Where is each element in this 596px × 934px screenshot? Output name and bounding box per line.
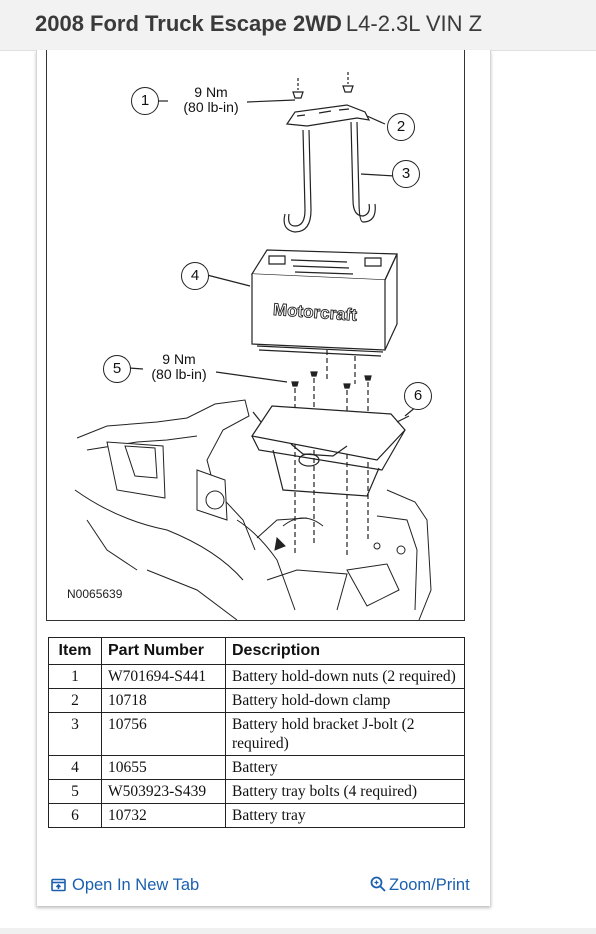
cell-item: 6	[48, 803, 102, 828]
callout-4: 4	[181, 262, 209, 290]
battery-diagram: Motorcraft	[46, 50, 465, 621]
callout-6: 6	[404, 382, 432, 410]
diagram-card: Motorcraft	[36, 50, 491, 906]
torque-lbin: (80 lb-in)	[183, 99, 239, 115]
torque-lbin: (80 lb-in)	[151, 366, 207, 382]
engine-subtitle: L4-2.3L VIN Z	[345, 11, 483, 36]
cell-item: 3	[48, 712, 102, 756]
cell-item: 1	[48, 664, 102, 689]
vehicle-body-structure	[74, 399, 432, 620]
cell-item: 2	[48, 688, 102, 713]
hold-down-clamp	[285, 104, 386, 127]
table-row: 5 W503923-S439 Battery tray bolts (4 req…	[48, 779, 465, 804]
table-row: 3 10756 Battery hold bracket J-bolt (2 r…	[48, 712, 465, 756]
figure-code: N0065639	[67, 587, 123, 601]
cell-description: Battery tray bolts (4 required)	[225, 779, 465, 804]
open-new-tab-link[interactable]: Open In New Tab	[51, 876, 199, 897]
table-row: 2 10718 Battery hold-down clamp	[48, 688, 465, 713]
zoom-print-link[interactable]: Zoom/Print	[370, 876, 470, 897]
cell-description: Battery hold-down nuts (2 required)	[225, 664, 465, 689]
leader-line-5	[128, 367, 144, 370]
table-header-row: Item Part Number Description	[48, 637, 465, 665]
cell-description: Battery hold bracket J-bolt (2 required)	[225, 712, 465, 756]
hold-down-nuts	[292, 72, 354, 99]
cell-part-number: 10718	[101, 688, 226, 713]
leader-line-torque-1	[246, 99, 296, 103]
table-row: 1 W701694-S441 Battery hold-down nuts (2…	[48, 664, 465, 689]
j-bolts	[283, 121, 396, 233]
battery-body	[206, 249, 398, 357]
zoom-print-label: Zoom/Print	[389, 876, 470, 894]
open-new-tab-icon	[51, 878, 66, 897]
battery-tray	[250, 405, 418, 497]
torque-nm: 9 Nm	[162, 351, 196, 367]
callout-3: 3	[392, 160, 420, 188]
torque-nm: 9 Nm	[194, 84, 228, 100]
header-part-number: Part Number	[101, 637, 226, 665]
callout-5: 5	[103, 355, 131, 383]
zoom-icon	[370, 876, 386, 897]
callout-1: 1	[131, 87, 159, 115]
table-row: 6 10732 Battery tray	[48, 803, 465, 828]
cell-description: Battery tray	[225, 803, 465, 828]
callout-2: 2	[387, 113, 415, 141]
cell-part-number: W701694-S441	[101, 664, 226, 689]
leader-line-torque-5	[215, 371, 288, 383]
cell-part-number: 10655	[101, 755, 226, 780]
bottom-divider	[0, 928, 596, 934]
torque-spec-nuts: 9 Nm (80 lb-in)	[175, 85, 247, 115]
cell-description: Battery hold-down clamp	[225, 688, 465, 713]
table-row: 4 10655 Battery	[48, 755, 465, 780]
torque-spec-tray-bolts: 9 Nm (80 lb-in)	[143, 352, 215, 382]
vehicle-title: 2008 Ford Truck Escape 2WD	[35, 11, 342, 36]
cell-description: Battery	[225, 755, 465, 780]
open-new-tab-label: Open In New Tab	[72, 876, 200, 894]
battery-illustration: Motorcraft	[74, 72, 432, 620]
cell-part-number: W503923-S439	[101, 779, 226, 804]
header-description: Description	[225, 637, 465, 665]
cell-part-number: 10732	[101, 803, 226, 828]
cell-item: 4	[48, 755, 102, 780]
header-item: Item	[48, 637, 102, 665]
cell-item: 5	[48, 779, 102, 804]
parts-table: Item Part Number Description 1 W701694-S…	[48, 637, 465, 828]
cell-part-number: 10756	[101, 712, 226, 756]
